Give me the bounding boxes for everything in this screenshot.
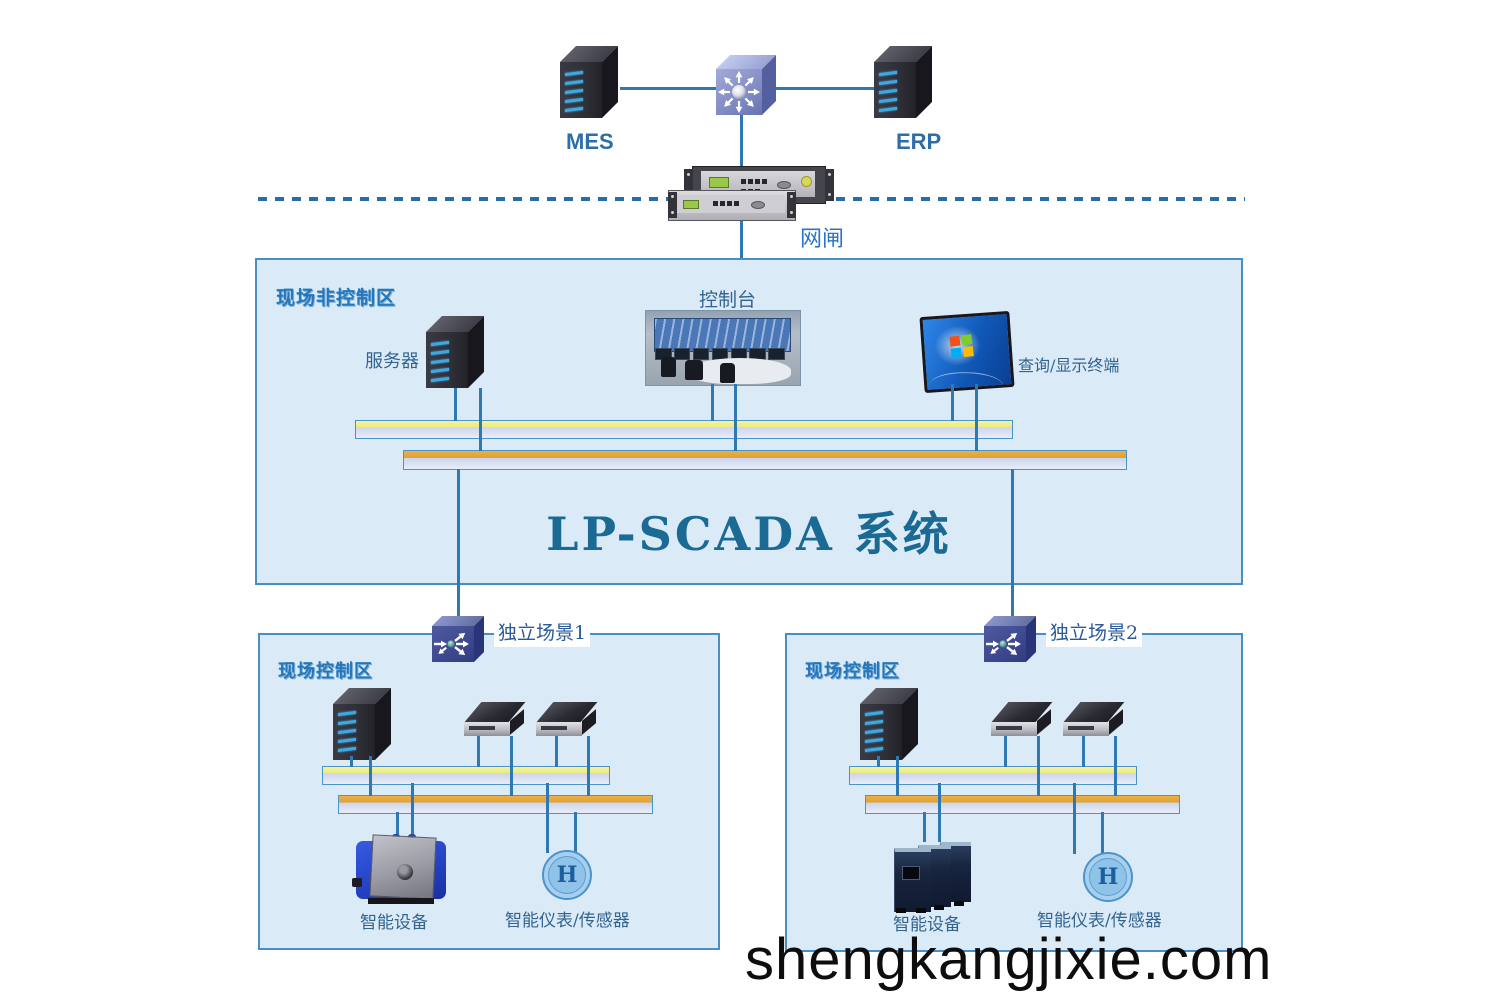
sensor-circle-right: H — [1083, 852, 1133, 902]
display-terminal-monitor-icon — [919, 310, 1015, 394]
scene2-label: 独立场景2 — [1046, 618, 1143, 647]
watermark-text: shengkangjixie.com — [745, 927, 1273, 992]
scada-server-icon — [426, 316, 484, 388]
switch-arrows-icon — [986, 632, 1021, 656]
left-bus-yellow — [322, 766, 610, 785]
scene1-switch-icon — [432, 616, 484, 662]
control-zone-right-title: 现场控制区 — [805, 661, 900, 681]
control-room-photo — [645, 310, 801, 386]
mes-label: MES — [566, 129, 614, 154]
server-label: 服务器 — [365, 351, 419, 372]
core-switch-icon — [716, 55, 776, 115]
terminal-label: 查询/显示终端 — [1018, 356, 1120, 375]
sensor-right-label: 智能仪表/传感器 — [1037, 911, 1162, 931]
smart-device-right-icon — [892, 840, 980, 913]
server-bus-link-1 — [454, 388, 457, 421]
sensor-left-label: 智能仪表/传感器 — [505, 911, 630, 931]
right-link — [938, 783, 941, 842]
left-link — [555, 736, 558, 767]
left-bus-orange — [338, 795, 653, 814]
right-link — [1114, 736, 1117, 796]
control-zone-left-box — [258, 633, 720, 950]
console-bus-link-2 — [734, 384, 737, 451]
smart-device-left-label: 智能设备 — [360, 913, 428, 933]
left-link — [574, 812, 577, 856]
workstation-right-2-icon — [1063, 702, 1125, 738]
right-bus-yellow — [849, 766, 1137, 785]
workstation-right-1-icon — [991, 702, 1053, 738]
radiating-arrows-icon — [718, 71, 760, 113]
sensor-symbol: H — [548, 856, 586, 894]
server-bus-link-2 — [479, 388, 482, 451]
right-link — [1101, 812, 1104, 858]
terminal-bus-link-1 — [951, 384, 954, 421]
left-link — [546, 783, 549, 853]
bus-scene1-link — [457, 469, 460, 619]
right-link — [1037, 736, 1040, 796]
noncontrol-zone-title: 现场非控制区 — [276, 288, 397, 309]
console-label: 控制台 — [699, 289, 757, 311]
bus-scene2-link — [1011, 469, 1014, 619]
console-bus-link-1 — [711, 384, 714, 421]
control-server-right-icon — [860, 688, 918, 760]
erp-server-icon — [874, 46, 932, 118]
sensor-circle-left: H — [542, 850, 592, 900]
right-link — [1082, 736, 1085, 767]
upper-bus-orange — [403, 450, 1127, 470]
left-link — [587, 736, 590, 796]
switch-arrows-icon — [434, 632, 469, 656]
gateway-rack-icon — [668, 160, 834, 222]
control-zone-left-title: 现场控制区 — [278, 661, 373, 681]
terminal-bus-link-2 — [975, 384, 978, 451]
workstation-left-2-icon — [536, 702, 598, 738]
left-link — [369, 756, 372, 796]
left-link — [411, 783, 414, 839]
mes-switch-link — [620, 87, 716, 90]
control-zone-right-box — [785, 633, 1243, 952]
left-link — [477, 736, 480, 767]
right-link — [923, 812, 926, 842]
workstation-left-1-icon — [464, 702, 526, 738]
left-link — [510, 736, 513, 796]
right-bus-orange — [865, 795, 1180, 814]
switch-gateway-link — [740, 114, 743, 166]
right-link — [1004, 736, 1007, 767]
right-link — [896, 756, 899, 796]
windows-logo-icon — [949, 334, 974, 359]
scene1-label: 独立场景1 — [494, 618, 591, 647]
erp-label: ERP — [896, 129, 942, 154]
smart-device-left-icon — [352, 834, 446, 906]
scene2-switch-icon — [984, 616, 1036, 662]
control-server-left-icon — [333, 688, 391, 760]
left-link — [350, 756, 353, 767]
gateway-label: 网闸 — [800, 227, 845, 252]
sensor-symbol: H — [1089, 858, 1127, 896]
smart-device-right-label: 智能设备 — [893, 915, 961, 935]
gateway-zone-link — [740, 221, 743, 258]
left-link — [396, 812, 399, 839]
right-link — [877, 756, 880, 767]
upper-bus-yellow — [355, 420, 1013, 439]
right-link — [1073, 783, 1076, 854]
mes-server-icon — [560, 46, 618, 118]
system-title: LP-SCADA 系统 — [546, 507, 952, 561]
switch-erp-link — [776, 87, 874, 90]
